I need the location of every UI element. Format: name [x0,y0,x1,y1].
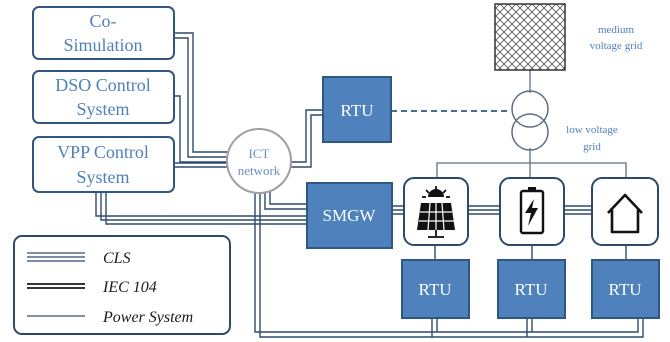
dso-box[interactable]: DSO Control System [32,70,175,124]
rtu-top-label: RTU [341,101,374,120]
mv-grid-label-2: voltage grid [590,40,643,52]
smgw-box[interactable]: SMGW [306,182,393,249]
vpp-box[interactable]: VPP Control System [32,136,175,193]
legend: CLS IEC 104 Power System [13,235,231,335]
dso-label-2: System [76,99,129,119]
house-device[interactable] [591,177,659,246]
medium-voltage-grid: medium voltage grid [494,3,643,71]
link-vpp-ict [174,162,230,168]
dso-label-1: DSO Control [55,75,151,95]
legend-iec104-label: IEC 104 [102,279,157,296]
battery-device[interactable] [499,177,565,246]
lv-grid-label-2: grid [583,141,601,153]
solar-device[interactable] [403,177,469,246]
legend-iec104: IEC 104 [27,279,157,296]
link-cosim-ict [174,32,230,158]
rtu-battery[interactable]: RTU [497,259,566,319]
ict-label-1: ICT [249,146,270,161]
legend-power-label: Power System [102,309,193,326]
link-iec104-bus [254,188,644,338]
rtu-house[interactable]: RTU [591,259,660,319]
cosim-label-2: Simulation [63,35,142,55]
rtu-house-label: RTU [609,280,642,299]
smgw-label: SMGW [323,206,377,225]
legend-power: Power System [27,309,193,326]
cosim-box[interactable]: Co- Simulation [32,6,175,60]
connections [95,32,644,338]
link-devices-rtus [434,245,627,260]
mv-grid-label-1: medium [598,24,634,36]
transformer-icon [511,90,549,151]
ict-network-node[interactable]: ICT network [226,128,292,194]
cosim-label-1: Co- [90,11,117,31]
lv-grid-label-1: low voltage [566,124,618,136]
rtu-top[interactable]: RTU [322,76,392,143]
vpp-label-2: System [76,167,129,187]
vpp-label-1: VPP Control [57,142,149,162]
legend-cls-label: CLS [103,250,131,267]
rtu-solar-label: RTU [419,280,452,299]
house-icon [607,193,643,234]
link-dso-ict [174,95,230,163]
link-vpp-smgw [95,192,307,225]
link-ict-rtu [290,109,322,168]
link-smgw-devices [392,205,592,215]
rtu-solar[interactable]: RTU [401,259,470,319]
ict-label-2: network [238,163,281,178]
rtu-battery-label: RTU [515,280,548,299]
battery-icon [519,187,545,235]
solar-panel-icon [417,186,455,238]
power-lines [436,70,627,178]
legend-cls: CLS [27,250,131,267]
